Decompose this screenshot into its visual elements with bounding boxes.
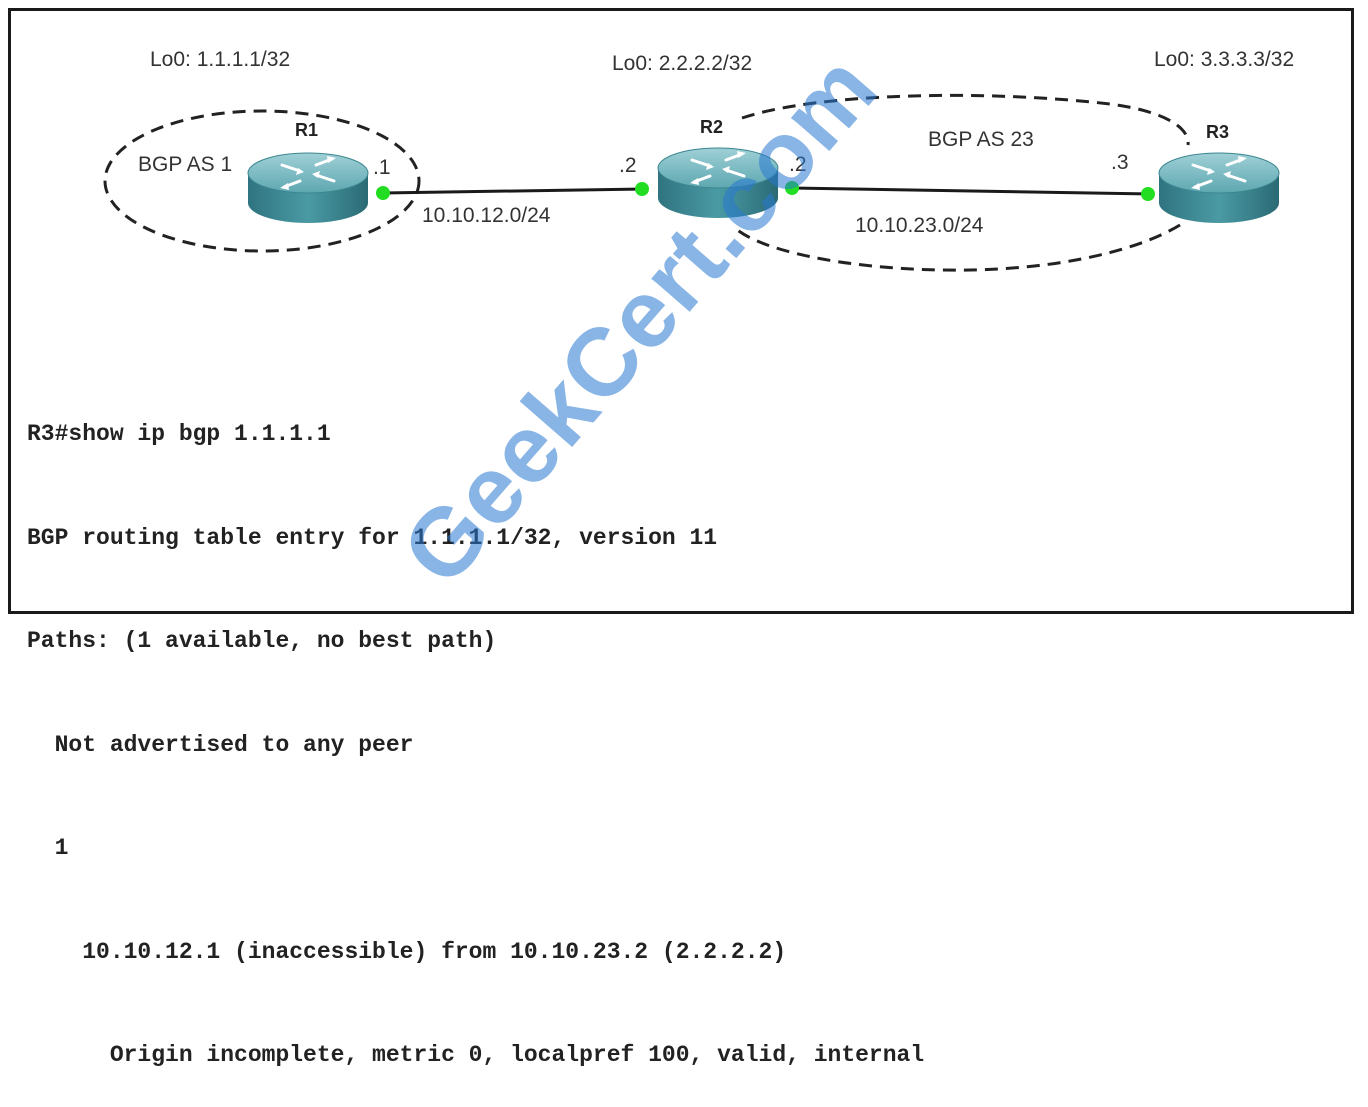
cli-line: Origin incomplete, metric 0, localpref 1… bbox=[27, 1042, 925, 1068]
subnet-label-r2-r3: 10.10.23.0/24 bbox=[855, 214, 984, 237]
interface-dot-r2-e2 bbox=[785, 181, 799, 195]
cli-line: 10.10.12.1 (inaccessible) from 10.10.23.… bbox=[27, 938, 787, 965]
diagram-frame bbox=[8, 8, 1354, 614]
as23-label: BGP AS 23 bbox=[928, 128, 1034, 151]
router-name-r3: R3 bbox=[1206, 122, 1229, 142]
loopback-label-r3: Lo0: 3.3.3.3/32 bbox=[1154, 48, 1294, 71]
interface-dot-r3-e1 bbox=[1141, 187, 1155, 201]
as1-boundary bbox=[103, 109, 421, 253]
host-label-r2-e1: .2 bbox=[619, 154, 637, 177]
cli-line: R3#show ip bgp 1.1.1.1 bbox=[27, 421, 331, 447]
router-icon-r2 bbox=[656, 146, 780, 220]
link-r1-r2 bbox=[382, 187, 643, 195]
host-label-r2-e2: .2 bbox=[789, 153, 807, 176]
router-icon-r1 bbox=[246, 151, 370, 225]
subnet-label-r1-r2: 10.10.12.0/24 bbox=[422, 204, 551, 227]
loopback-label-r2: Lo0: 2.2.2.2/32 bbox=[612, 52, 752, 75]
as1-label: BGP AS 1 bbox=[138, 153, 232, 176]
cli-line: Not advertised to any peer bbox=[27, 731, 414, 758]
interface-dot-r1-e1 bbox=[376, 186, 390, 200]
cli-line: BGP routing table entry for 1.1.1.1/32, … bbox=[27, 524, 718, 551]
interface-dot-r2-e1 bbox=[635, 182, 649, 196]
as23-boundary bbox=[734, 93, 1190, 272]
host-label-r3-e1: .3 bbox=[1111, 151, 1129, 174]
cli-line: Paths: (1 available, no best path) bbox=[27, 628, 497, 654]
cli-output: R3#show ip bgp 1.1.1.1 BGP routing table… bbox=[27, 348, 924, 1107]
router-icon-r3 bbox=[1157, 151, 1281, 225]
loopback-label-r1: Lo0: 1.1.1.1/32 bbox=[150, 48, 290, 71]
cli-line: 1 bbox=[27, 835, 69, 861]
host-label-r1-e1: .1 bbox=[373, 156, 391, 179]
link-r2-r3 bbox=[791, 186, 1149, 196]
topology-diagram: R1 R2 R3 Lo0: 1.1.1.1/32 Lo0: 2.2.2.2/32… bbox=[103, 48, 1294, 272]
router-name-r2: R2 bbox=[700, 117, 723, 137]
router-name-r1: R1 bbox=[295, 120, 318, 140]
